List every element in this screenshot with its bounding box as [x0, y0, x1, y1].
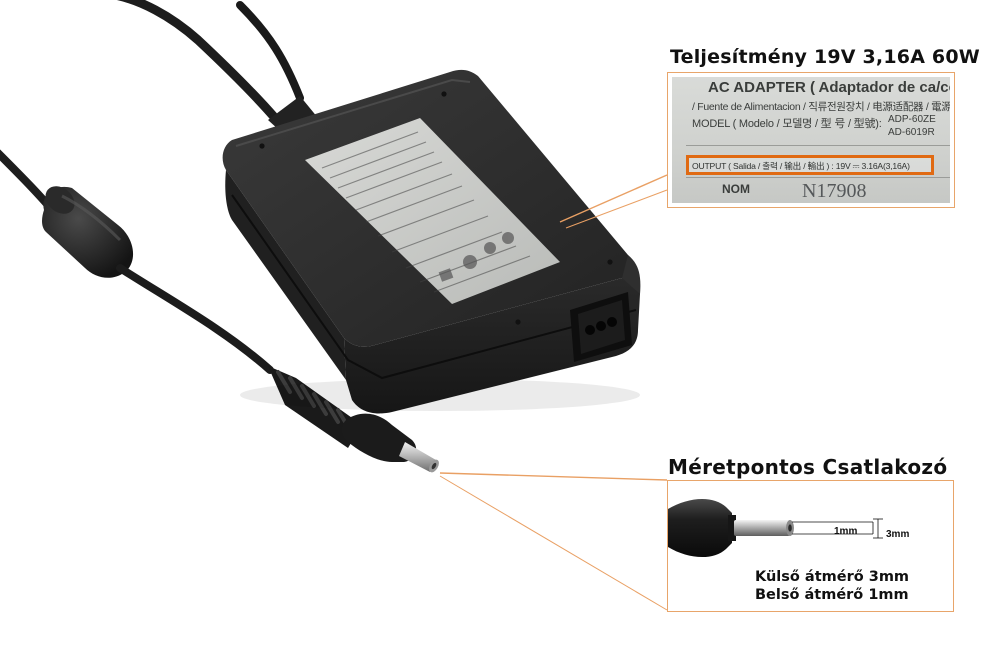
connector-leader-line-2: [439, 475, 668, 611]
nom-mark: NOM: [722, 182, 750, 196]
dc-plug-body: [341, 413, 417, 462]
power-rating-title: Teljesítmény 19V 3,16A 60W: [670, 46, 980, 68]
ferrite-bead: [42, 186, 134, 278]
zoom-metal-tip: [734, 520, 790, 536]
main-cable: [116, 264, 274, 374]
label-model-b: AD-6019R: [888, 127, 935, 138]
inner-diameter-spec: Belső átmérő 1mm: [755, 587, 909, 603]
certification-number: N17908: [802, 180, 867, 202]
label-line-translations: / Fuente de Alimentacion / 직류전원장치 / 电源适配…: [692, 101, 950, 113]
label-divider-lower: [686, 177, 950, 178]
power-leader-line: [559, 174, 668, 223]
label-model-a: ADP-60ZE: [888, 114, 936, 125]
zoom-plug-body: [668, 498, 732, 558]
label-line-ac-adapter: AC ADAPTER ( Adaptador de ca/cc: [708, 79, 950, 96]
outer-diameter-spec: Külső átmérő 3mm: [755, 569, 910, 585]
dc-plug-tip: [399, 442, 439, 473]
power-leader-line-2: [565, 189, 668, 229]
output-highlight-box: [686, 155, 934, 175]
ac-socket: [570, 292, 632, 362]
outer-diameter-dim: 3mm: [886, 529, 910, 540]
label-output-line: OUTPUT ( Salida / 출력 / 输出 / 輸出 ) : 19V ⎓…: [692, 161, 910, 171]
connector-zoom-frame: 1mm 3mm Külső átmérő 3mm Belső átmérő 1m…: [667, 480, 954, 612]
zoom-plug-collar: [728, 515, 736, 541]
adapter-label-sticker: [305, 118, 560, 304]
top-cable: [116, 0, 280, 123]
power-adapter: [222, 69, 641, 414]
dc-plug-strain-relief: [268, 366, 362, 448]
label-zoom-image: AC ADAPTER ( Adaptador de ca/cc / Fuente…: [672, 77, 950, 203]
connector-leader-line: [439, 472, 668, 481]
connector-title: Méretpontos Csatlakozó: [668, 455, 948, 479]
label-line-model: MODEL ( Modelo / 모델명 / 型 号 / 型號):: [692, 118, 882, 130]
label-zoom-frame: AC ADAPTER ( Adaptador de ca/cc / Fuente…: [667, 72, 955, 208]
label-divider: [686, 145, 950, 146]
inner-diameter-dim: 1mm: [834, 526, 858, 537]
top-cable-second: [236, 1, 304, 102]
connector-zoom-image: [668, 498, 883, 558]
